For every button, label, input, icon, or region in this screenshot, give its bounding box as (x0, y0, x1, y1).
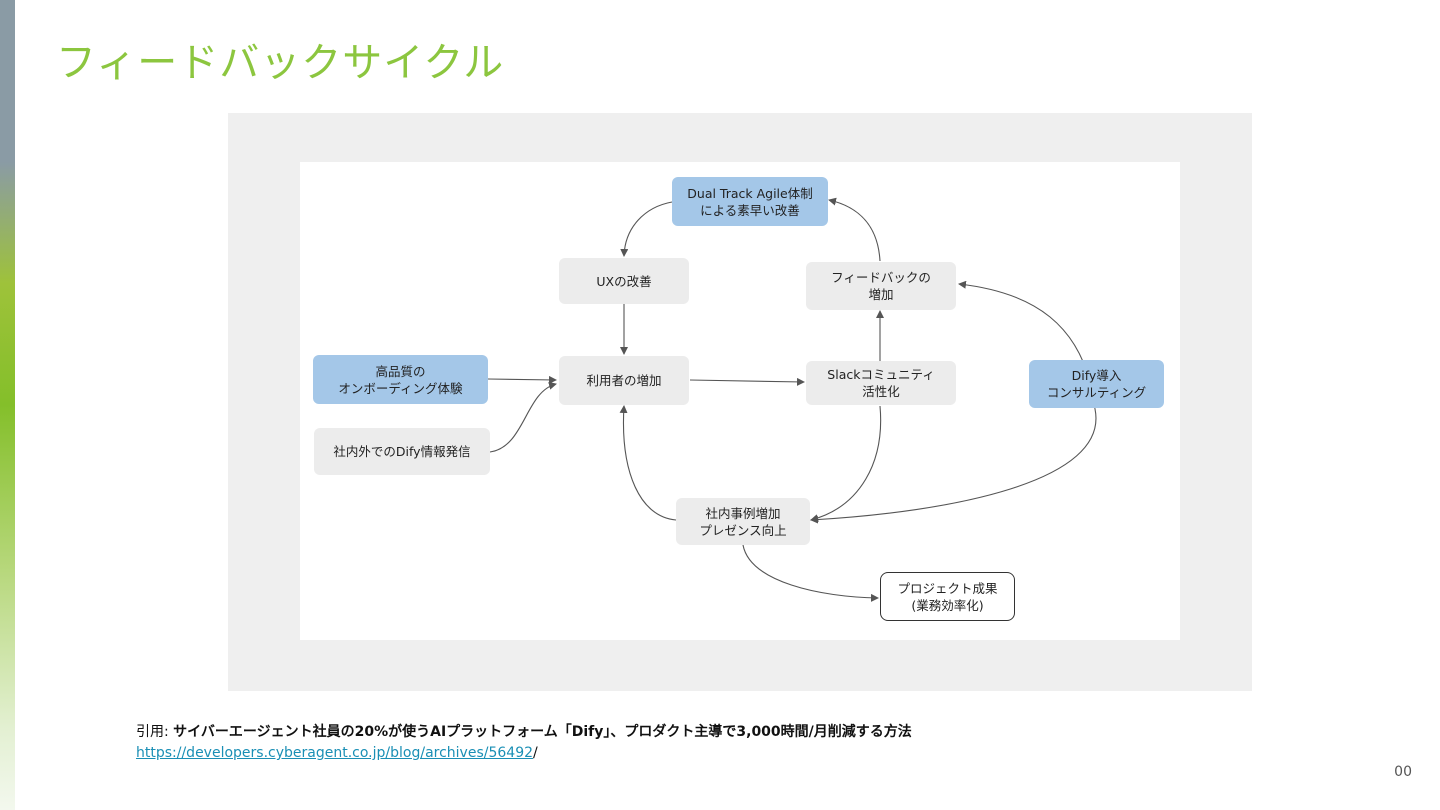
node-ux-improvement: UXの改善 (559, 258, 689, 304)
edge-cases-to-users (619, 405, 677, 521)
node-feedback-increase: フィードバックの 増加 (806, 262, 956, 310)
node-project-results: プロジェクト成果 (業務効率化) (880, 572, 1015, 621)
page-number: 00 (1394, 764, 1412, 780)
edge-users-to-slack (689, 377, 805, 386)
citation: 引用: サイバーエージェント社員の20%が使うAIプラットフォーム「Dify」、… (136, 722, 912, 764)
citation-link[interactable]: https://developers.cyberagent.co.jp/blog… (136, 745, 534, 761)
node-dual-track-agile: Dual Track Agile体制 による素早い改善 (672, 177, 828, 226)
citation-prefix: 引用: (136, 724, 174, 740)
edge-internal-to-users (489, 381, 557, 453)
edge-highquality-to-users (487, 375, 557, 384)
citation-title: サイバーエージェント社員の20%が使うAIプラットフォーム「Dify」、プロダク… (173, 724, 912, 740)
slide-title: フィードバックサイクル (56, 40, 505, 86)
node-slack-community: Slackコミュニティ 活性化 (806, 361, 956, 405)
decorative-side-bar (0, 0, 15, 810)
edge-feedback-to-dualtrack (828, 197, 881, 262)
diagram-canvas: Dual Track Agile体制 による素早い改善 UXの改善 フィードバッ… (300, 162, 1180, 640)
node-user-increase: 利用者の増加 (559, 356, 689, 405)
citation-line: 引用: サイバーエージェント社員の20%が使うAIプラットフォーム「Dify」、… (136, 722, 912, 743)
citation-url-line: https://developers.cyberagent.co.jp/blog… (136, 743, 912, 764)
edge-slack-to-cases (810, 405, 882, 523)
node-dify-consulting: Dify導入 コンサルティング (1029, 360, 1164, 408)
edge-cases-to-project (742, 544, 879, 602)
citation-suffix: / (533, 745, 538, 761)
edge-dify-to-cases (810, 408, 1097, 524)
node-high-quality-onboarding: 高品質の オンボーディング体験 (313, 355, 488, 404)
node-internal-cases: 社内事例増加 プレゼンス向上 (676, 498, 810, 545)
edge-dualtrack-to-ux (620, 201, 673, 257)
node-internal-external-dify: 社内外でのDify情報発信 (314, 428, 490, 475)
